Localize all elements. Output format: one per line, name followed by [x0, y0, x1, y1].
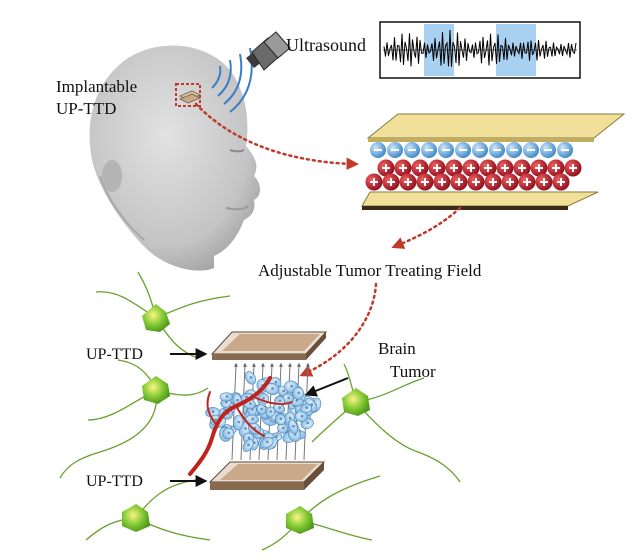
tumor-pointer	[304, 377, 349, 397]
positive-ion	[428, 159, 446, 177]
device-bottom-plate	[208, 461, 326, 490]
brain-tumor-label-line2: Tumor	[390, 362, 436, 381]
negative-ion-row	[370, 142, 573, 158]
tumor-cell	[260, 436, 274, 449]
tumor-cell	[256, 404, 267, 415]
negative-ion	[506, 142, 522, 158]
blood-vessel-icon	[188, 376, 293, 476]
negative-ion	[421, 142, 437, 158]
tumor-cell	[242, 438, 254, 452]
negative-ion	[523, 142, 539, 158]
tumor-cell	[265, 406, 276, 418]
implant-label-line1: Implantable	[56, 77, 138, 96]
positive-ion	[518, 173, 536, 191]
tumor-cell	[277, 423, 289, 434]
positive-ion	[496, 159, 514, 177]
negative-ion	[455, 142, 471, 158]
negative-ion	[540, 142, 556, 158]
brain-tumor	[205, 371, 322, 452]
neuron-icon	[122, 304, 370, 534]
positive-ion	[513, 159, 531, 177]
positive-ion	[433, 173, 451, 191]
negative-ion	[557, 142, 573, 158]
device-layer-stack	[361, 113, 626, 210]
positive-ion	[479, 159, 497, 177]
negative-ion	[472, 142, 488, 158]
tumor-cell	[275, 413, 286, 426]
positive-ion-row	[365, 159, 582, 191]
tumor-cell	[292, 386, 305, 400]
tumor-cell	[264, 383, 280, 395]
device-to-field-arrow	[391, 206, 462, 249]
positive-ion	[450, 173, 468, 191]
positive-ion	[484, 173, 502, 191]
positive-ion	[382, 173, 400, 191]
positive-ion	[547, 159, 565, 177]
negative-ion	[387, 142, 403, 158]
positive-ion	[535, 173, 553, 191]
negative-ion	[438, 142, 454, 158]
positive-ion	[462, 159, 480, 177]
positive-ion	[399, 173, 417, 191]
negative-ion	[370, 142, 386, 158]
tumor-cell	[233, 414, 244, 431]
positive-ion	[365, 173, 383, 191]
positive-ion	[564, 159, 582, 177]
positive-ion	[377, 159, 395, 177]
implant-to-device-arrow	[194, 102, 359, 171]
positive-ion	[394, 159, 412, 177]
human-head-icon	[89, 45, 260, 271]
implant-label-line2: UP-TTD	[56, 99, 117, 118]
positive-ion	[530, 159, 548, 177]
field-to-tumor-arrow	[299, 282, 378, 377]
positive-ion	[501, 173, 519, 191]
positive-ion	[552, 173, 570, 191]
negative-ion	[489, 142, 505, 158]
device-bottom-label: UP-TTD	[86, 473, 143, 490]
tumor-cell	[288, 419, 298, 434]
ultrasound-label: Ultrasound	[286, 35, 366, 55]
field-line	[240, 362, 247, 461]
negative-ion	[404, 142, 420, 158]
positive-ion	[445, 159, 463, 177]
brain-tumor-label-line1: Brain	[378, 339, 416, 358]
tumor-cell	[219, 392, 234, 402]
positive-ion	[467, 173, 485, 191]
tumor-cell	[300, 403, 313, 414]
positive-ion	[416, 173, 434, 191]
device-top-plate	[210, 331, 328, 360]
tumor-cell	[222, 427, 235, 440]
implant-marker	[175, 83, 201, 107]
ultrasound-transducer-icon	[246, 31, 291, 71]
ultrasound-waveform	[379, 21, 581, 79]
device-top-label: UP-TTD	[86, 346, 143, 363]
positive-ion	[411, 159, 429, 177]
tumor-cell	[244, 371, 257, 385]
field-label: Adjustable Tumor Treating Field	[258, 261, 482, 280]
